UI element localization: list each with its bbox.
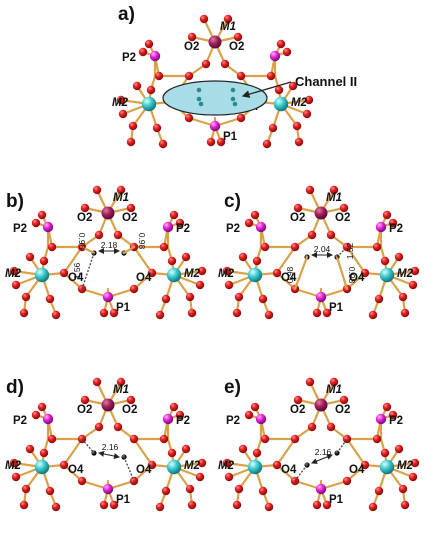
atom-set [222,377,420,512]
p1-label: P1 [223,131,238,143]
p2-left-label: P2 [226,415,240,427]
panel-c: c) [218,185,420,320]
p1-label: P1 [329,302,344,314]
o4h-left-distance: 0.98 [285,266,295,283]
oh-bond-left [80,245,96,255]
m1-label: M1 [113,192,129,204]
m2-left-label: M2 [218,268,235,280]
p1-label: P1 [116,302,131,314]
o4-right-label: O4 [349,272,365,284]
o2-left-label: O2 [77,404,92,416]
oh-right-distance: 1.52 [345,242,355,259]
atom-set [9,377,207,512]
o2-left-label: O2 [77,212,92,224]
o4h-bond-right [335,255,349,291]
panel-b: b) [5,185,207,320]
p2-left-label: P2 [13,223,27,235]
channel-ellipse [162,80,268,116]
m2-right-label: M2 [397,268,414,280]
channel-proton [232,101,238,107]
panel-e: e) [218,377,420,512]
p2-right-label: P2 [389,223,403,235]
channel-proton [230,87,236,93]
hh-distance: 2.18 [101,240,118,250]
p2-right-label: P2 [389,415,403,427]
o4-left-label: O4 [281,464,297,476]
panel-d: d) [5,377,207,512]
p2-left-label: P2 [13,415,27,427]
hh-distance: 2.16 [102,442,119,452]
o4h-bond-left [293,255,309,291]
m2-left-label: M2 [112,97,129,109]
m2-right-label: M2 [397,460,414,472]
m2-right-label: M2 [184,268,201,280]
o4h-distance: 1.56 [72,262,82,279]
o4-left-label: O4 [68,272,84,284]
oh-bond-right [122,245,136,255]
o4-right-label: O4 [136,272,152,284]
o4-left-label: O4 [68,464,84,476]
o2-right-label: O2 [335,212,350,224]
o4-left-label: O4 [281,272,297,284]
o4h-right-distance: 0.98 [347,267,357,284]
panel-label: a) [118,4,135,25]
m2-left-label: M2 [218,460,235,472]
p2-label: P2 [122,52,136,64]
o2-left-label: O2 [290,404,305,416]
m2-left-label: M2 [5,460,22,472]
channel-proton [198,101,204,107]
hh-distance: 2.04 [314,244,331,254]
m2-right-label: M2 [184,460,201,472]
oh-left-distance: 0.98 [77,233,87,250]
o4-right-label: O4 [349,464,365,476]
hbond-o2 [81,438,95,454]
o2-right-label: O2 [335,404,350,416]
p1-label: P1 [116,494,131,506]
m1-label: M1 [326,192,342,204]
p1-label: P1 [329,494,344,506]
channel-proton [196,87,202,93]
p2-right-label: P2 [176,223,190,235]
m1-label: M1 [113,384,129,396]
channel-label: Channel II [295,74,357,89]
channel-arrow [241,81,292,98]
channel-proton [196,96,202,102]
hh-distance-arrow [98,451,120,459]
m1-label: M1 [220,21,236,33]
channel-proton [230,96,236,102]
crystal-cluster: M1O2O2O4O4M2M2P1P2Channel II [112,14,357,149]
p2-right-label: P2 [176,415,190,427]
panel-label: b) [6,191,24,212]
panel-a: a) [112,4,357,149]
panel-label: e) [224,377,241,398]
panel-label: c) [224,191,241,212]
m2-left-label: M2 [5,268,22,280]
panel-label: d) [6,377,24,398]
oh-right-distance: 0.98 [137,233,147,250]
o2-right-label: O2 [229,41,244,53]
o2-right-label: O2 [122,212,137,224]
p2-left-label: P2 [226,223,240,235]
atom-set [9,185,207,320]
m1-label: M1 [326,384,342,396]
hbond-o4 [81,252,95,290]
m2-right-label: M2 [291,97,308,109]
hbond-o2 [336,246,348,258]
o2-left-label: O2 [184,41,199,53]
hbond-o4 [123,456,135,482]
o2-right-label: O2 [122,404,137,416]
hh-distance-arrow [311,454,333,464]
hbond-o2 [336,438,348,454]
atom-set [222,185,420,320]
hh-distance: 2.16 [315,447,332,457]
o4-right-label: O4 [136,464,152,476]
o2-left-label: O2 [290,212,305,224]
